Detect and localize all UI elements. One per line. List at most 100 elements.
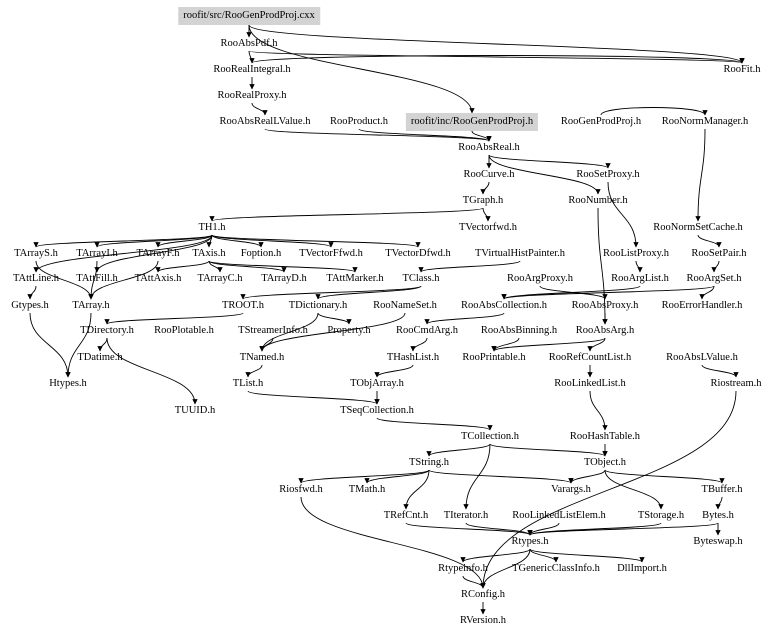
- node-htypes[interactable]: Htypes.h: [49, 378, 87, 389]
- node-tdatime[interactable]: TDatime.h: [77, 352, 123, 363]
- node-byteswap[interactable]: Byteswap.h: [693, 536, 743, 547]
- node-roohashtable[interactable]: RooHashTable.h: [569, 431, 641, 442]
- node-tarrayi[interactable]: TArrayI.h: [76, 248, 118, 259]
- edge-Riostream-to-RConfig: [480, 390, 737, 589]
- node-roocmdarg[interactable]: RooCmdArg.h: [396, 325, 458, 336]
- node-tarrayf[interactable]: TArrayF.h: [136, 248, 180, 259]
- node-dllimport[interactable]: DllImport.h: [617, 563, 667, 574]
- node-gtypes[interactable]: Gtypes.h: [11, 300, 49, 311]
- edge-RooNumber-to-RooAbsArg: [597, 207, 608, 325]
- node-riostream[interactable]: Riostream.h: [710, 378, 762, 389]
- node-tcollection[interactable]: TCollection.h: [460, 431, 520, 442]
- edge-inc-to-RooAbsReal: [471, 130, 492, 142]
- node-tclass[interactable]: TClass.h: [402, 273, 440, 284]
- node-roonormsetcache[interactable]: RooNormSetCache.h: [653, 222, 743, 233]
- edge-TROOT-to-TDirectory: [104, 312, 244, 325]
- node-rooarglist[interactable]: RooArgList.h: [611, 273, 669, 284]
- node-thashlist[interactable]: THashList.h: [386, 352, 440, 363]
- node-rooabslvalue[interactable]: RooAbsLValue.h: [666, 352, 738, 363]
- node-roolinkedlistelem[interactable]: RooLinkedListElem.h: [512, 510, 606, 521]
- node-tstreamerinfo[interactable]: TStreamerInfo.h: [238, 325, 308, 336]
- node-bytes[interactable]: Bytes.h: [702, 510, 734, 521]
- node-roorealproxy[interactable]: RooRealProxy.h: [217, 90, 287, 101]
- node-roosetpair[interactable]: RooSetPair.h: [691, 248, 747, 259]
- node-roolinkedlist[interactable]: RooLinkedList.h: [554, 378, 626, 389]
- node-tvirtualhistpainter[interactable]: TVirtualHistPainter.h: [474, 248, 566, 259]
- node-tarrays[interactable]: TArrayS.h: [14, 248, 58, 259]
- node-rooabsreal[interactable]: RooAbsReal.h: [458, 142, 520, 153]
- node-rooplotable[interactable]: RooPlotable.h: [154, 325, 214, 336]
- node-roogenprodproj[interactable]: RooGenProdProj.h: [560, 116, 642, 127]
- node-titerator[interactable]: TIterator.h: [443, 510, 489, 521]
- node-th1[interactable]: TH1.h: [198, 222, 226, 233]
- node-rtypeinfo[interactable]: Rtypeinfo.h: [438, 563, 488, 574]
- node-roonormmanager[interactable]: RooNormManager.h: [661, 116, 749, 127]
- node-rooargset[interactable]: RooArgSet.h: [686, 273, 742, 284]
- edge-TDirectory-to-TUUID: [106, 337, 198, 405]
- node-rversion[interactable]: RVersion.h: [459, 615, 507, 626]
- node-tobjarray[interactable]: TObjArray.h: [350, 378, 404, 389]
- node-rooabscollection[interactable]: RooAbsCollection.h: [460, 300, 548, 311]
- node-tarrayc[interactable]: TArrayC.h: [197, 273, 243, 284]
- node-property[interactable]: Property.h: [327, 325, 371, 336]
- node-tnamed[interactable]: TNamed.h: [239, 352, 285, 363]
- node-roosetproxy[interactable]: RooSetProxy.h: [576, 169, 640, 180]
- node-rconfig[interactable]: RConfig.h: [460, 589, 506, 600]
- edge-TArrayS-to-TArray: [35, 260, 94, 300]
- node-tattmarker[interactable]: TAttMarker.h: [326, 273, 384, 284]
- node-roonumber[interactable]: RooNumber.h: [568, 195, 628, 206]
- node-rooabsbinning[interactable]: RooAbsBinning.h: [480, 325, 558, 336]
- node-tlist[interactable]: TList.h: [232, 378, 264, 389]
- node-tattfill[interactable]: TAttFill.h: [76, 273, 118, 284]
- node-foption[interactable]: Foption.h: [240, 248, 282, 259]
- node-rooabsproxy[interactable]: RooAbsProxy.h: [571, 300, 639, 311]
- node-inc[interactable]: roofit/inc/RooGenProdProj.h: [405, 113, 539, 131]
- node-rtypes[interactable]: Rtypes.h: [511, 536, 549, 547]
- node-tarray[interactable]: TArray.h: [72, 300, 110, 311]
- node-trefcnt[interactable]: TRefCnt.h: [383, 510, 429, 521]
- edge-TSeqCollection-to-TCollection: [376, 417, 493, 431]
- node-tseqcollection[interactable]: TSeqCollection.h: [340, 405, 414, 416]
- node-tattaxis[interactable]: TAttAxis.h: [134, 273, 182, 284]
- node-roorefcountlist[interactable]: RooRefCountList.h: [548, 352, 632, 363]
- node-taxis[interactable]: TAxis.h: [192, 248, 226, 259]
- node-rooproduct[interactable]: RooProduct.h: [329, 116, 389, 127]
- node-rooabsarg[interactable]: RooAbsArg.h: [575, 325, 635, 336]
- node-tvectordfwd[interactable]: TVectorDfwd.h: [385, 248, 451, 259]
- node-tbuffer[interactable]: TBuffer.h: [701, 484, 743, 495]
- edge-TArrayF-to-TArray: [88, 260, 159, 300]
- node-tattline[interactable]: TAttLine.h: [12, 273, 60, 284]
- node-rooabsreallvalue[interactable]: RooAbsRealLValue.h: [219, 116, 311, 127]
- node-roonameset[interactable]: RooNameSet.h: [373, 300, 437, 311]
- node-rooerrorhandler[interactable]: RooErrorHandler.h: [661, 300, 743, 311]
- node-rooargproxy[interactable]: RooArgProxy.h: [507, 273, 573, 284]
- node-tdictionary[interactable]: TDictionary.h: [288, 300, 348, 311]
- edge-Bytes-to-Rtypes: [527, 522, 719, 536]
- node-tdirectory[interactable]: TDirectory.h: [80, 325, 134, 336]
- edge-TStreamerInfo-to-TNamed: [259, 337, 274, 352]
- node-tgraph[interactable]: TGraph.h: [462, 195, 504, 206]
- node-tvectorffwd[interactable]: TVectorFfwd.h: [299, 248, 363, 259]
- node-rooprintable[interactable]: RooPrintable.h: [462, 352, 526, 363]
- node-rooabspdf[interactable]: RooAbsPdf.h: [220, 38, 278, 49]
- node-troot[interactable]: TROOT.h: [221, 300, 265, 311]
- node-varargs[interactable]: Varargs.h: [551, 484, 591, 495]
- node-roocurve[interactable]: RooCurve.h: [463, 169, 515, 180]
- node-tstorage[interactable]: TStorage.h: [637, 510, 685, 521]
- node-riosfwd[interactable]: Riosfwd.h: [279, 484, 323, 495]
- edge-TClass-to-TDictionary: [315, 285, 422, 300]
- node-tobject[interactable]: TObject.h: [583, 457, 627, 468]
- edge-TAxis-to-TAttAxis: [155, 260, 210, 273]
- node-tstring[interactable]: TString.h: [409, 457, 449, 468]
- node-src[interactable]: roofit/src/RooGenProdProj.cxx: [178, 7, 320, 25]
- node-tgenericclassinfo[interactable]: TGenericClassInfo.h: [512, 563, 600, 574]
- edge-TAttLine-to-Gtypes: [27, 285, 37, 300]
- node-roofit[interactable]: RooFit.h: [723, 64, 761, 75]
- node-tarrayd[interactable]: TArrayD.h: [261, 273, 307, 284]
- node-roolistproxy[interactable]: RooListProxy.h: [602, 248, 670, 259]
- node-roorealintegral[interactable]: RooRealIntegral.h: [213, 64, 291, 75]
- node-tmath[interactable]: TMath.h: [348, 484, 386, 495]
- node-tuuid[interactable]: TUUID.h: [174, 405, 216, 416]
- node-tvectorfwd[interactable]: TVectorfwd.h: [458, 222, 518, 233]
- edge-Rtypes-to-RConfig: [480, 548, 531, 589]
